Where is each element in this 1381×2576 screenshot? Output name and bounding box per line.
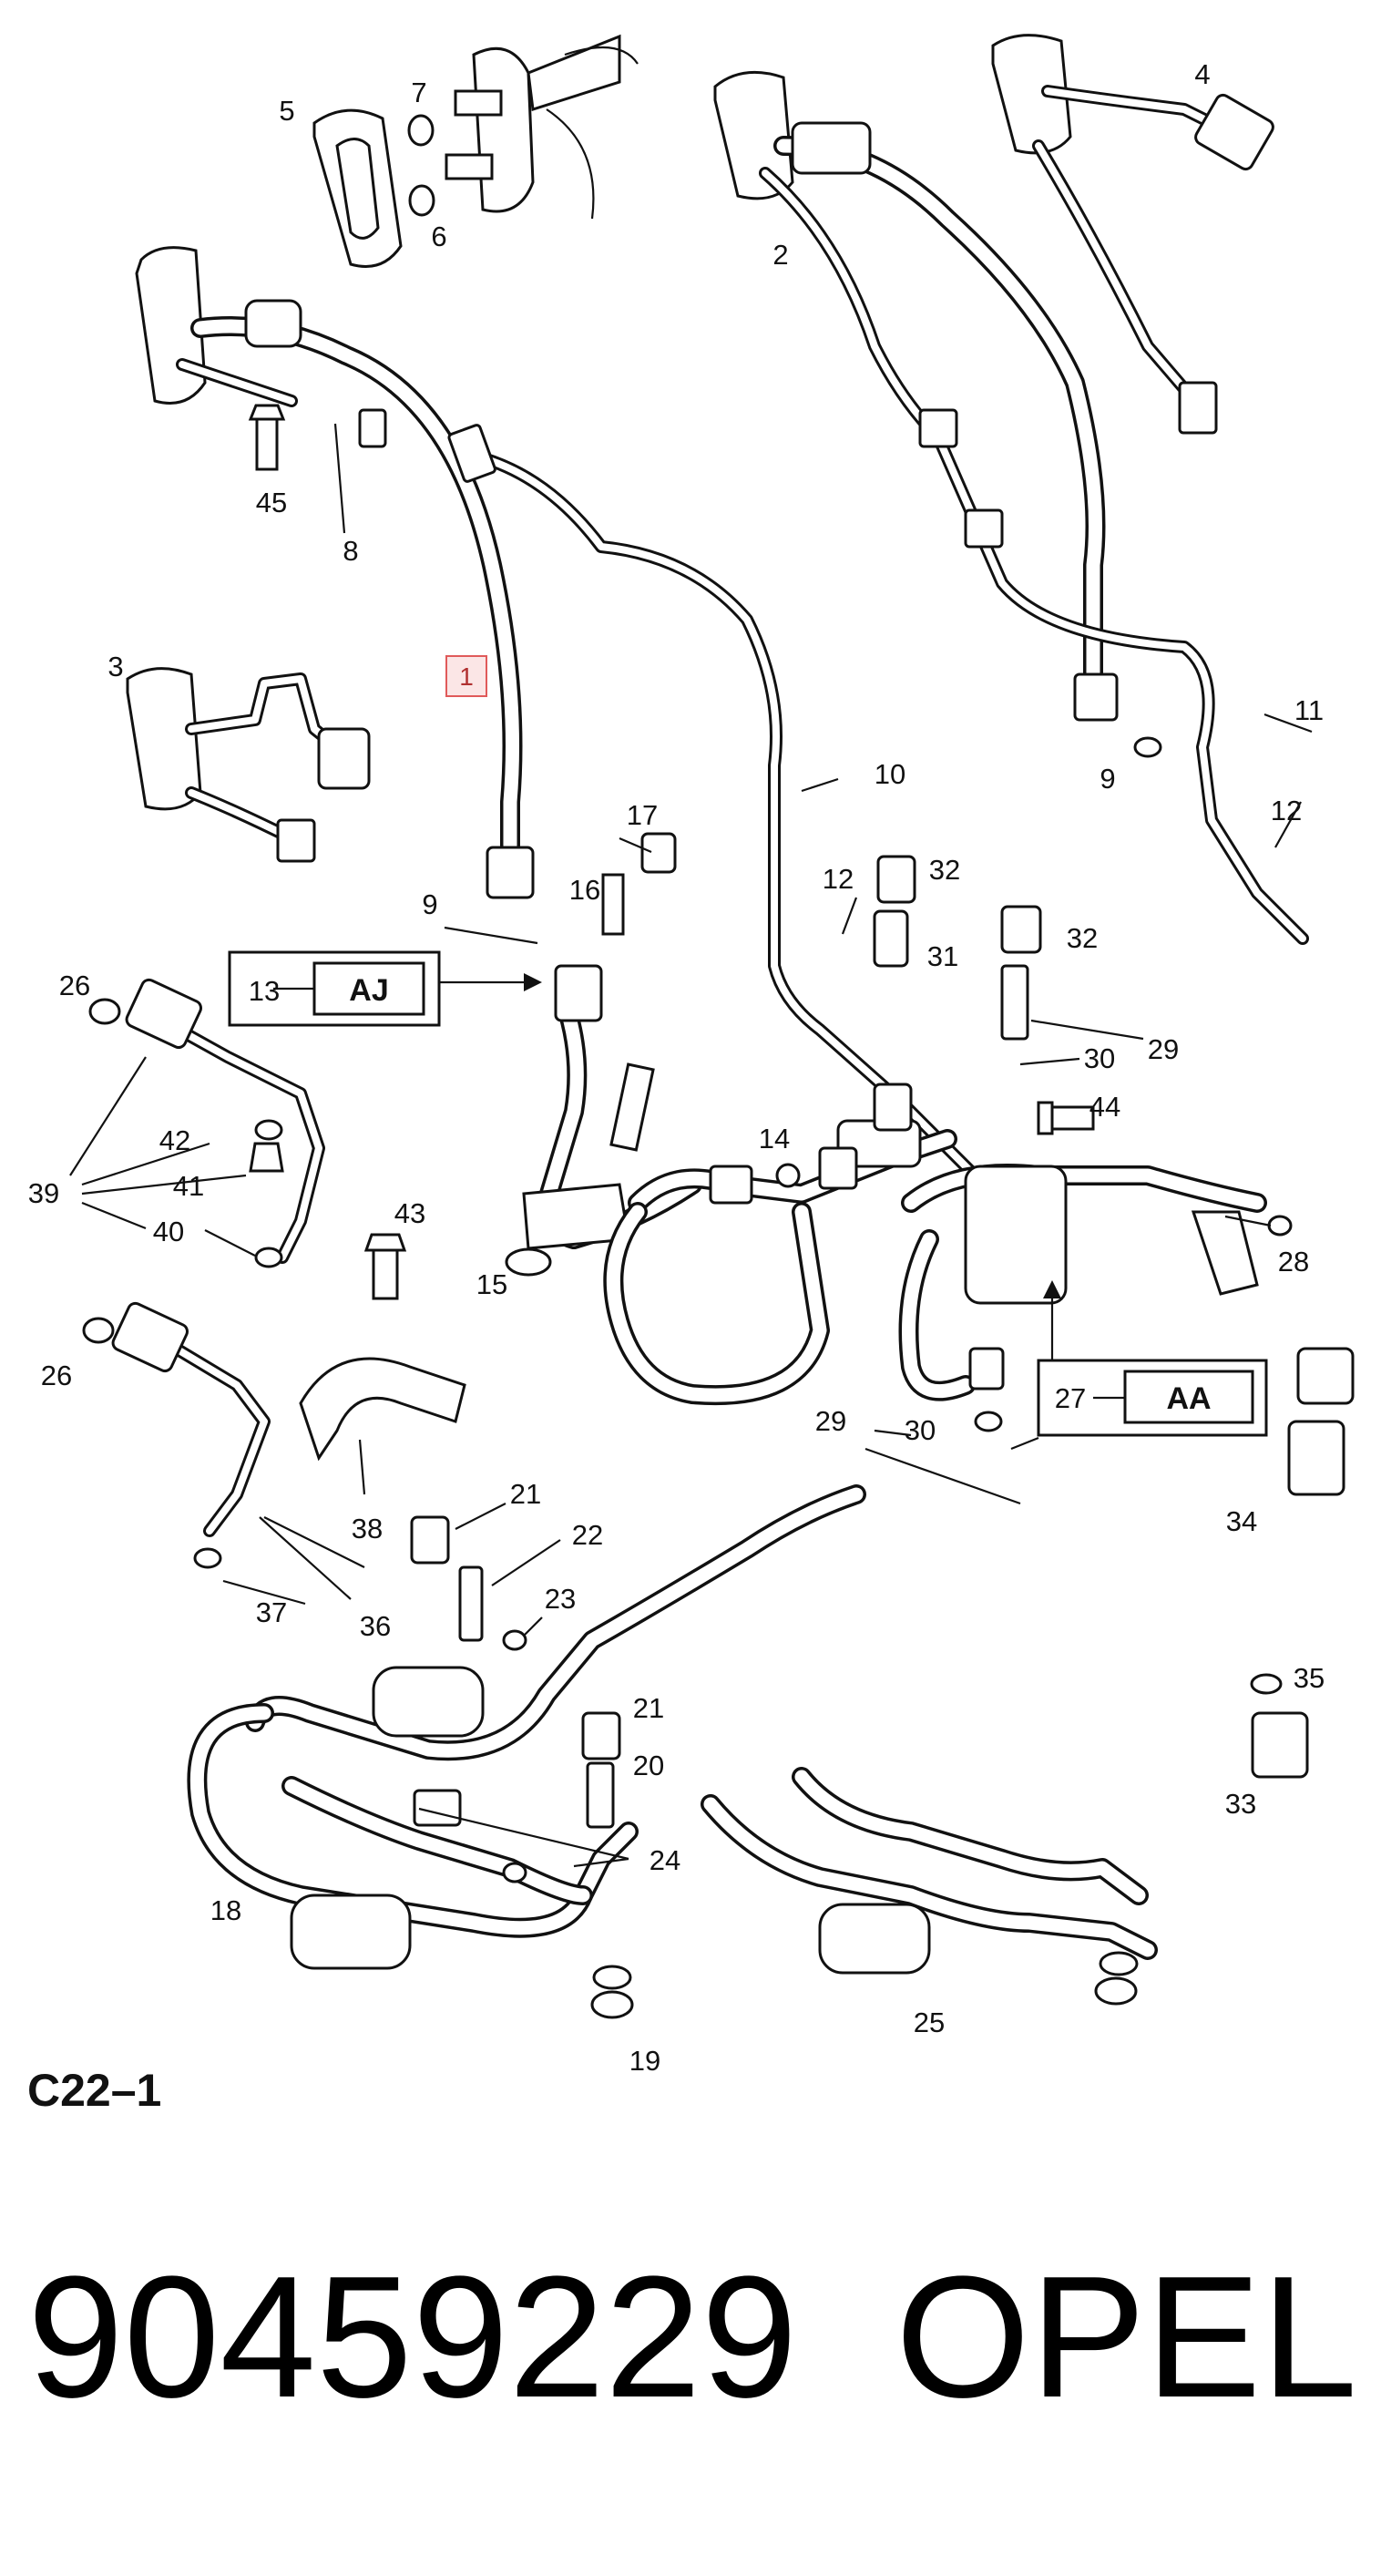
detail-label-aj: AJ: [349, 973, 388, 1008]
callout-6: 6: [431, 221, 446, 252]
callout-34: 34: [1226, 1505, 1257, 1537]
callout-1: 1: [459, 662, 474, 691]
callout-40: 40: [153, 1216, 184, 1247]
callout-16: 16: [569, 874, 600, 906]
callout-10: 10: [875, 758, 905, 790]
callout-4: 4: [1194, 58, 1210, 90]
callout-14: 14: [759, 1123, 790, 1155]
callout-32a: 32: [929, 854, 960, 886]
callout-8: 8: [343, 535, 358, 567]
bolt-part-near-15: [609, 1062, 655, 1152]
callout-5: 5: [279, 95, 294, 127]
leader-lines: [69, 423, 1313, 1868]
callout-36: 36: [360, 1610, 391, 1642]
cap-part-32-right: [1000, 905, 1042, 1041]
callout-numbers: 1 2 3 4 5 6 7 8 9 9 10 11 12 12 13 14 15…: [28, 58, 1325, 2077]
hose-part-25: [701, 1767, 1158, 2006]
callout-23: 23: [545, 1583, 576, 1615]
part-number: 90459229: [27, 2241, 798, 2434]
cap-part-17: [640, 832, 677, 874]
bolt-part-45: [248, 404, 286, 471]
callout-41: 41: [173, 1170, 204, 1202]
switch-part-33: [1250, 1673, 1309, 1779]
hose-part-36: [82, 1301, 271, 1569]
callout-7: 7: [411, 77, 426, 108]
valve-part-20: [502, 1711, 621, 1883]
footer-caption: 90459229 OPEL: [27, 2251, 1357, 2424]
detail-label-aa: AA: [1166, 1381, 1211, 1416]
hose-part-3: [126, 667, 371, 863]
callout-9b: 9: [1100, 763, 1115, 795]
callout-18: 18: [210, 1894, 241, 1926]
o-ring-part-7: [407, 114, 435, 147]
callout-29b: 29: [815, 1405, 846, 1437]
firewall-fitting-top: [445, 34, 639, 220]
hose-part-18: [187, 1484, 866, 2019]
bolt-part-44: [1037, 1101, 1095, 1135]
hose-part-4: [991, 34, 1274, 435]
brand-name: OPEL: [895, 2241, 1357, 2434]
o-ring-part-6: [408, 184, 435, 217]
valve-part-14: [709, 1146, 858, 1205]
callout-31: 31: [927, 940, 958, 972]
cap-part-32-upper: [873, 855, 916, 968]
callout-25: 25: [914, 2006, 945, 2038]
callout-27: 27: [1055, 1382, 1086, 1414]
callout-24: 24: [650, 1844, 680, 1876]
callout-45: 45: [256, 487, 287, 518]
callout-33: 33: [1225, 1788, 1256, 1820]
bolt-part-16: [601, 873, 625, 936]
callout-38: 38: [352, 1513, 383, 1545]
callout-13: 13: [249, 975, 280, 1007]
callout-2: 2: [772, 239, 788, 271]
callout-30b: 30: [905, 1414, 936, 1446]
callout-11: 11: [1294, 694, 1324, 726]
callout-19: 19: [629, 2045, 660, 2077]
callout-17: 17: [627, 799, 658, 831]
callout-15: 15: [476, 1268, 507, 1300]
callout-30a: 30: [1084, 1042, 1115, 1074]
bolt-part-43: [363, 1233, 407, 1300]
detail-box-aa: AA: [1037, 1280, 1268, 1437]
callout-3: 3: [107, 651, 123, 682]
diagram-reference-code: C22–1: [27, 2065, 162, 2116]
callout-42: 42: [159, 1124, 190, 1156]
accumulator-part-27: [603, 1083, 1293, 1432]
callout-21b: 21: [633, 1692, 664, 1724]
callout-32b: 32: [1067, 922, 1098, 954]
callout-35: 35: [1294, 1662, 1325, 1694]
gasket-part-5: [312, 108, 403, 268]
callout-26a: 26: [59, 970, 90, 1001]
junction-block: [505, 964, 702, 1277]
callout-12a: 12: [823, 863, 854, 895]
callout-29a: 29: [1148, 1033, 1179, 1065]
hose-part-1: [135, 246, 535, 899]
pipe-part-10: [447, 424, 990, 1191]
detail-box-aj: AJ: [228, 950, 542, 1027]
callout-37: 37: [256, 1596, 287, 1628]
callout-21a: 21: [510, 1478, 541, 1510]
switch-part-34: [1287, 1347, 1355, 1496]
callout-12b: 12: [1271, 795, 1302, 826]
hose-part-39: [88, 978, 325, 1268]
callout-44: 44: [1089, 1091, 1120, 1123]
callout-28: 28: [1278, 1246, 1309, 1278]
callout-20: 20: [633, 1750, 664, 1781]
callout-43: 43: [394, 1197, 425, 1229]
callout-9a: 9: [422, 888, 437, 920]
callout-39: 39: [28, 1177, 59, 1209]
callout-26b: 26: [41, 1360, 72, 1391]
callout-22: 22: [572, 1519, 603, 1551]
valve-part-21-upper: [410, 1515, 527, 1651]
bracket-part-38: [299, 1357, 466, 1462]
hose-part-2: [713, 70, 1309, 945]
